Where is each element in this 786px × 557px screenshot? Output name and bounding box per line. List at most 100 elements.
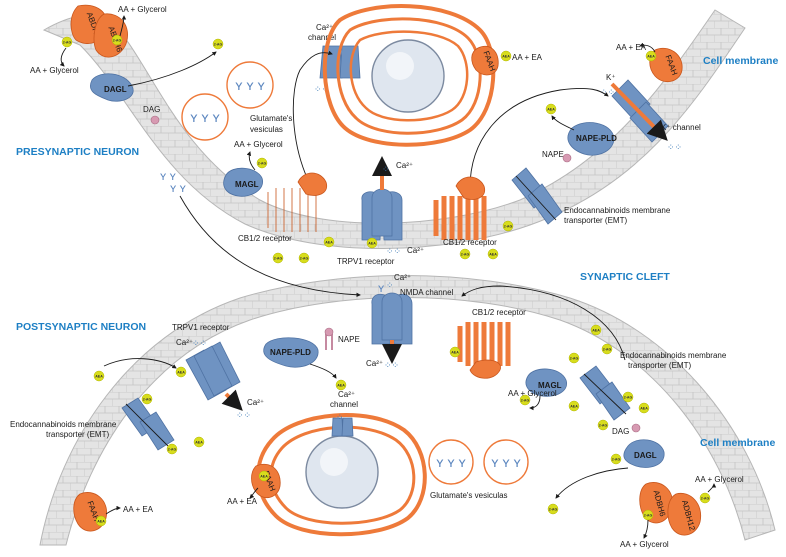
aea-molecule [366, 237, 378, 249]
cell-membrane-top-heading: Cell membrane [703, 55, 778, 67]
cb12-receptor-top-right [433, 176, 487, 240]
two-ag-molecule [610, 453, 622, 465]
aea-label: AEA [570, 404, 578, 408]
aea-molecule [568, 400, 580, 412]
two-ag-label: 2-AG [521, 398, 530, 402]
aea-label: AEA [489, 252, 497, 256]
arrow [127, 51, 217, 87]
arrow [643, 519, 649, 539]
two-ag-molecule [298, 252, 310, 264]
aa-ea-label-top-center: AA + EA [512, 53, 543, 62]
dag-label-bottom: DAG [612, 427, 629, 436]
nape-lipid [325, 334, 333, 350]
ca2-ions: ⁘ [382, 164, 390, 174]
aea-label: AEA [97, 519, 105, 523]
dag-label-top: DAG [143, 105, 160, 114]
two-ag-molecule [601, 343, 613, 355]
glutamate-bound: ʏ [378, 281, 385, 295]
svg-text:ʏ ʏ ʏ: ʏ ʏ ʏ [491, 454, 521, 470]
trpv1-receptor-label-top: TRPV1 receptor [337, 257, 395, 266]
two-ag-molecule [502, 220, 514, 232]
two-ag-label: 2-AG [612, 457, 621, 461]
aea-label: AEA [592, 328, 600, 332]
aea-label: AEA [195, 440, 203, 444]
ca2-label-nmda-top: Ca²⁺ [394, 273, 411, 282]
arrow [529, 395, 541, 411]
two-ag-label: 2-AG [603, 347, 612, 351]
svg-text:ʏ ʏ ʏ: ʏ ʏ ʏ [436, 454, 466, 470]
aea-label: AEA [451, 350, 459, 354]
emt-transporter-bottom-left [121, 397, 175, 451]
arrow [119, 15, 127, 37]
nape-lipid [562, 153, 572, 163]
ca2-ions: ⁘⁘ [314, 84, 329, 94]
aea-molecule [545, 103, 557, 115]
aea-label: AEA [337, 383, 345, 387]
dagl-enzyme-top: DAGL [90, 73, 134, 102]
emt-transporter-bottom-right [579, 365, 631, 421]
abdh6-enzyme-top: ABDH6 [93, 13, 128, 58]
aa-glycerol-label-left: AA + Glycerol [30, 66, 79, 75]
cell-membrane-bottom-heading: Cell membrane [700, 437, 775, 449]
ca2-channel-label-bottom: Ca²⁺channel [330, 390, 358, 409]
aea-molecule [93, 370, 105, 382]
two-ag-molecule [699, 492, 711, 504]
arrow [707, 483, 717, 493]
nape-label-top: NAPE [542, 150, 564, 159]
aea-label: AEA [177, 370, 185, 374]
glutamate-vesicle: ʏ ʏ ʏ [181, 93, 229, 141]
ca2-ions: ⁘⁘ [192, 338, 207, 348]
dag-lipid [631, 423, 641, 433]
ca2-ions: ⁘⁘ [384, 360, 399, 370]
aea-molecule [335, 379, 347, 391]
ca2-ions: ⁘⁘ [236, 410, 251, 420]
aea-molecule [323, 236, 335, 248]
nape-label-bottom: NAPE [338, 335, 360, 344]
dagl-label-top: DAGL [104, 85, 127, 94]
ca2-ions: ⁘ [386, 280, 394, 290]
aea-molecule [258, 470, 270, 482]
aea-label: AEA [640, 406, 648, 410]
aea-molecule [500, 50, 512, 62]
two-ag-molecule [256, 157, 268, 169]
arrow [105, 505, 121, 515]
two-ag-label: 2-AG [274, 256, 283, 260]
two-ag-molecule [141, 393, 153, 405]
two-ag-molecule [111, 34, 123, 46]
two-ag-label: 2-AG [461, 252, 470, 256]
two-ag-molecule [61, 36, 73, 48]
arrow [309, 363, 337, 379]
aea-label: AEA [260, 474, 268, 478]
dag-lipid [150, 115, 160, 125]
cb12-receptor-top-left [267, 172, 328, 232]
aa-glycerol-label-magl: AA + Glycerol [234, 140, 283, 149]
arrow [59, 47, 67, 67]
two-ag-label: 2-AG [63, 40, 72, 44]
trpv1-receptor-bottom [185, 341, 243, 411]
k-ions-out: ⁘⁘ [667, 142, 682, 152]
arrow [461, 285, 626, 361]
two-ag-label: 2-AG [599, 423, 608, 427]
magl-enzyme-top: MAGL [223, 167, 264, 197]
two-ag-label: 2-AG [504, 224, 513, 228]
arrow [639, 42, 656, 53]
ca2-channel-bottom [331, 417, 354, 437]
two-ag-label: 2-AG [214, 42, 223, 46]
aea-molecule [590, 324, 602, 336]
aea-molecule [449, 346, 461, 358]
postsynaptic-neuron-heading: POSTSYNAPTIC NEURON [16, 321, 146, 333]
ca2-label-trpv1-bottom: Ca²⁺ [407, 246, 424, 255]
aea-label: AEA [547, 107, 555, 111]
aea-molecule [175, 366, 187, 378]
two-ag-molecule [597, 419, 609, 431]
postsynaptic-membrane [39, 275, 776, 546]
two-ag-molecule [459, 248, 471, 260]
two-ag-label: 2-AG [570, 356, 579, 360]
aea-label: AEA [95, 374, 103, 378]
two-ag-molecule [519, 394, 531, 406]
magl-label-bottom: MAGL [538, 381, 562, 390]
